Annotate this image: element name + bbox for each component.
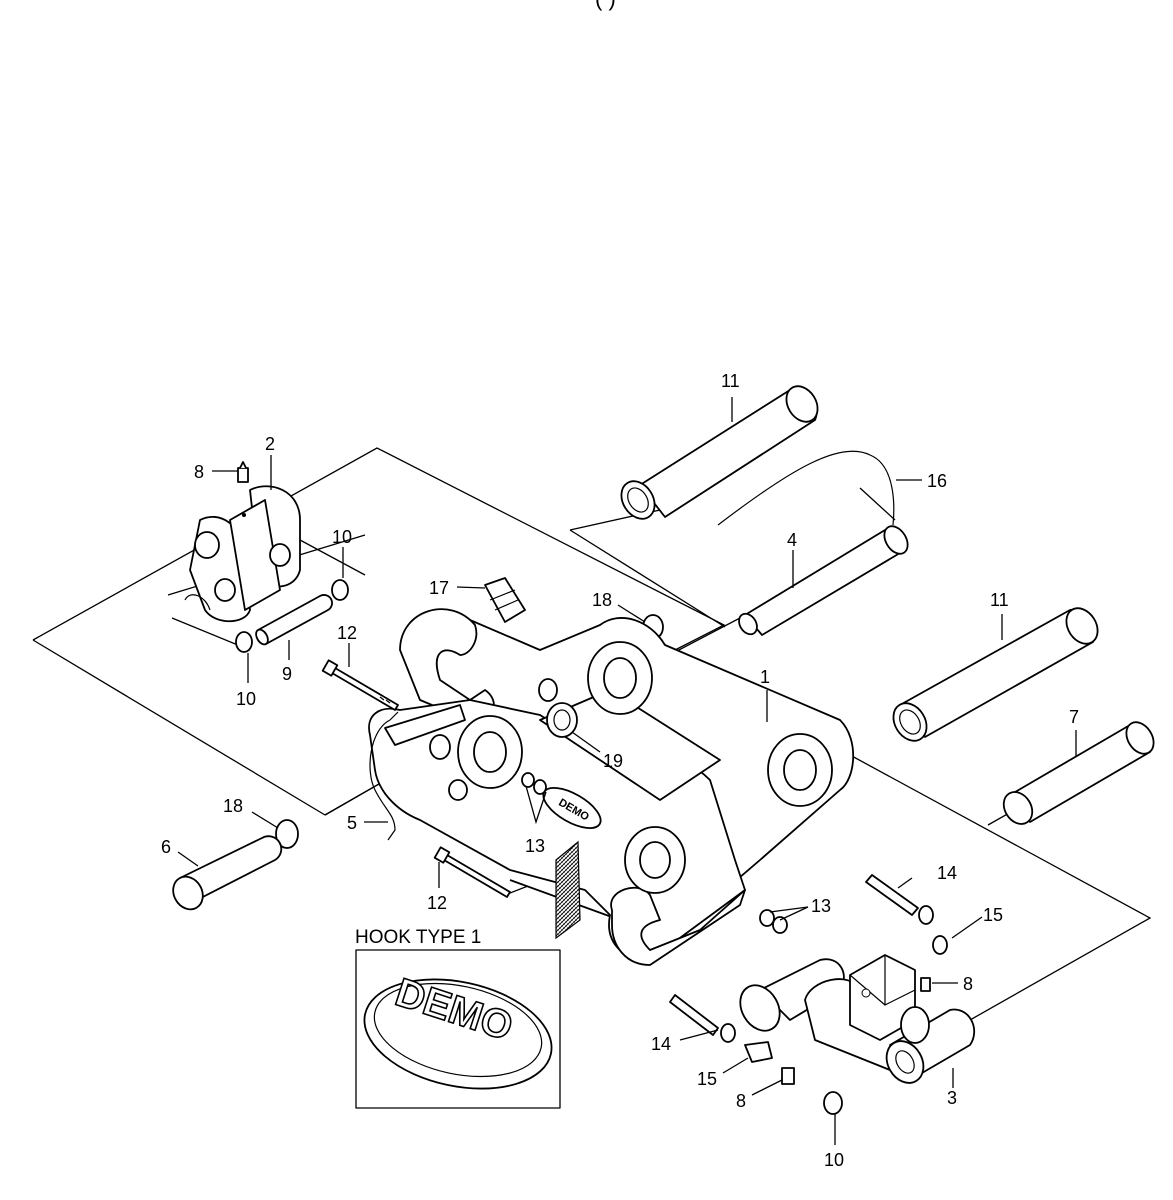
callout-15-lower: 15 <box>697 1069 717 1089</box>
snap-ring-10-a <box>331 579 349 601</box>
callout-10-c: 10 <box>824 1150 844 1170</box>
callout-5: 5 <box>347 813 357 833</box>
callout-14-lower: 14 <box>651 1034 671 1054</box>
callout-13-lower: 13 <box>811 896 831 916</box>
pin-11-right <box>892 607 1099 742</box>
ring-18-lower <box>275 819 299 849</box>
hose-14-lower <box>669 994 719 1036</box>
callout-1: 1 <box>760 667 770 687</box>
callout-2: 2 <box>265 434 275 454</box>
bolt-12-upper <box>321 659 399 711</box>
snap-ring-10-b <box>235 631 253 653</box>
pin-6 <box>172 835 283 911</box>
hook-type-inset: HOOK TYPE 1 DEMO <box>355 927 561 1109</box>
fitting-15-upper <box>932 935 948 955</box>
main-frame-1: DEMO <box>368 608 855 966</box>
grease-nipple-8-right <box>920 977 931 992</box>
nuts-13-lower <box>759 909 788 934</box>
plate-5 <box>384 704 466 746</box>
callout-19: 19 <box>603 751 623 771</box>
callout-13-upper: 13 <box>525 836 545 856</box>
pin-11-upper <box>620 385 819 520</box>
fitting-14-lower <box>720 1023 736 1043</box>
snap-ring-10-c <box>823 1091 843 1115</box>
callout-18-upper: 18 <box>592 590 612 610</box>
hose-14-upper <box>865 874 919 916</box>
callout-14-upper: 14 <box>937 863 957 883</box>
callout-11-right: 11 <box>990 590 1009 610</box>
callout-9: 9 <box>282 664 292 684</box>
inset-title: HOOK TYPE 1 <box>355 927 481 948</box>
callout-16: 16 <box>927 471 947 491</box>
callout-6: 6 <box>161 837 171 857</box>
pin-9 <box>255 594 333 646</box>
bracket-17 <box>484 577 526 623</box>
callout-10-a: 10 <box>332 527 352 547</box>
pin-7 <box>1002 721 1155 825</box>
pin-4 <box>674 525 909 653</box>
bolt-12-lower <box>433 846 511 898</box>
header-fragment: ( ) <box>595 0 616 11</box>
grease-nipple-8-top <box>237 461 249 483</box>
link-bracket-2 <box>184 485 301 623</box>
callout-12-lower: 12 <box>427 893 447 913</box>
callout-8-lower: 8 <box>736 1091 746 1111</box>
callout-8-top: 8 <box>194 462 204 482</box>
callout-18-lower: 18 <box>223 796 243 816</box>
grease-nipple-8-lower <box>781 1067 795 1085</box>
callout-12-upper: 12 <box>337 623 357 643</box>
fitting-15-lower <box>744 1041 773 1063</box>
callout-11-upper: 11 <box>721 371 740 391</box>
nuts-13-upper <box>521 772 547 795</box>
cable-16 <box>717 450 895 526</box>
callout-10-b: 10 <box>236 689 256 709</box>
callout-labels: 11 2 8 16 10 4 17 18 11 12 9 10 1 7 19 1… <box>161 371 1079 1170</box>
leader-lines <box>177 397 1077 1145</box>
cylinder-3 <box>739 954 976 1084</box>
callout-15-upper: 15 <box>983 905 1003 925</box>
callout-7: 7 <box>1069 707 1079 727</box>
callout-17: 17 <box>429 578 449 598</box>
wire-5 <box>369 711 399 841</box>
callout-3: 3 <box>947 1088 957 1108</box>
fitting-14-upper <box>918 905 934 925</box>
callout-8-right: 8 <box>963 974 973 994</box>
callout-4: 4 <box>787 530 797 550</box>
